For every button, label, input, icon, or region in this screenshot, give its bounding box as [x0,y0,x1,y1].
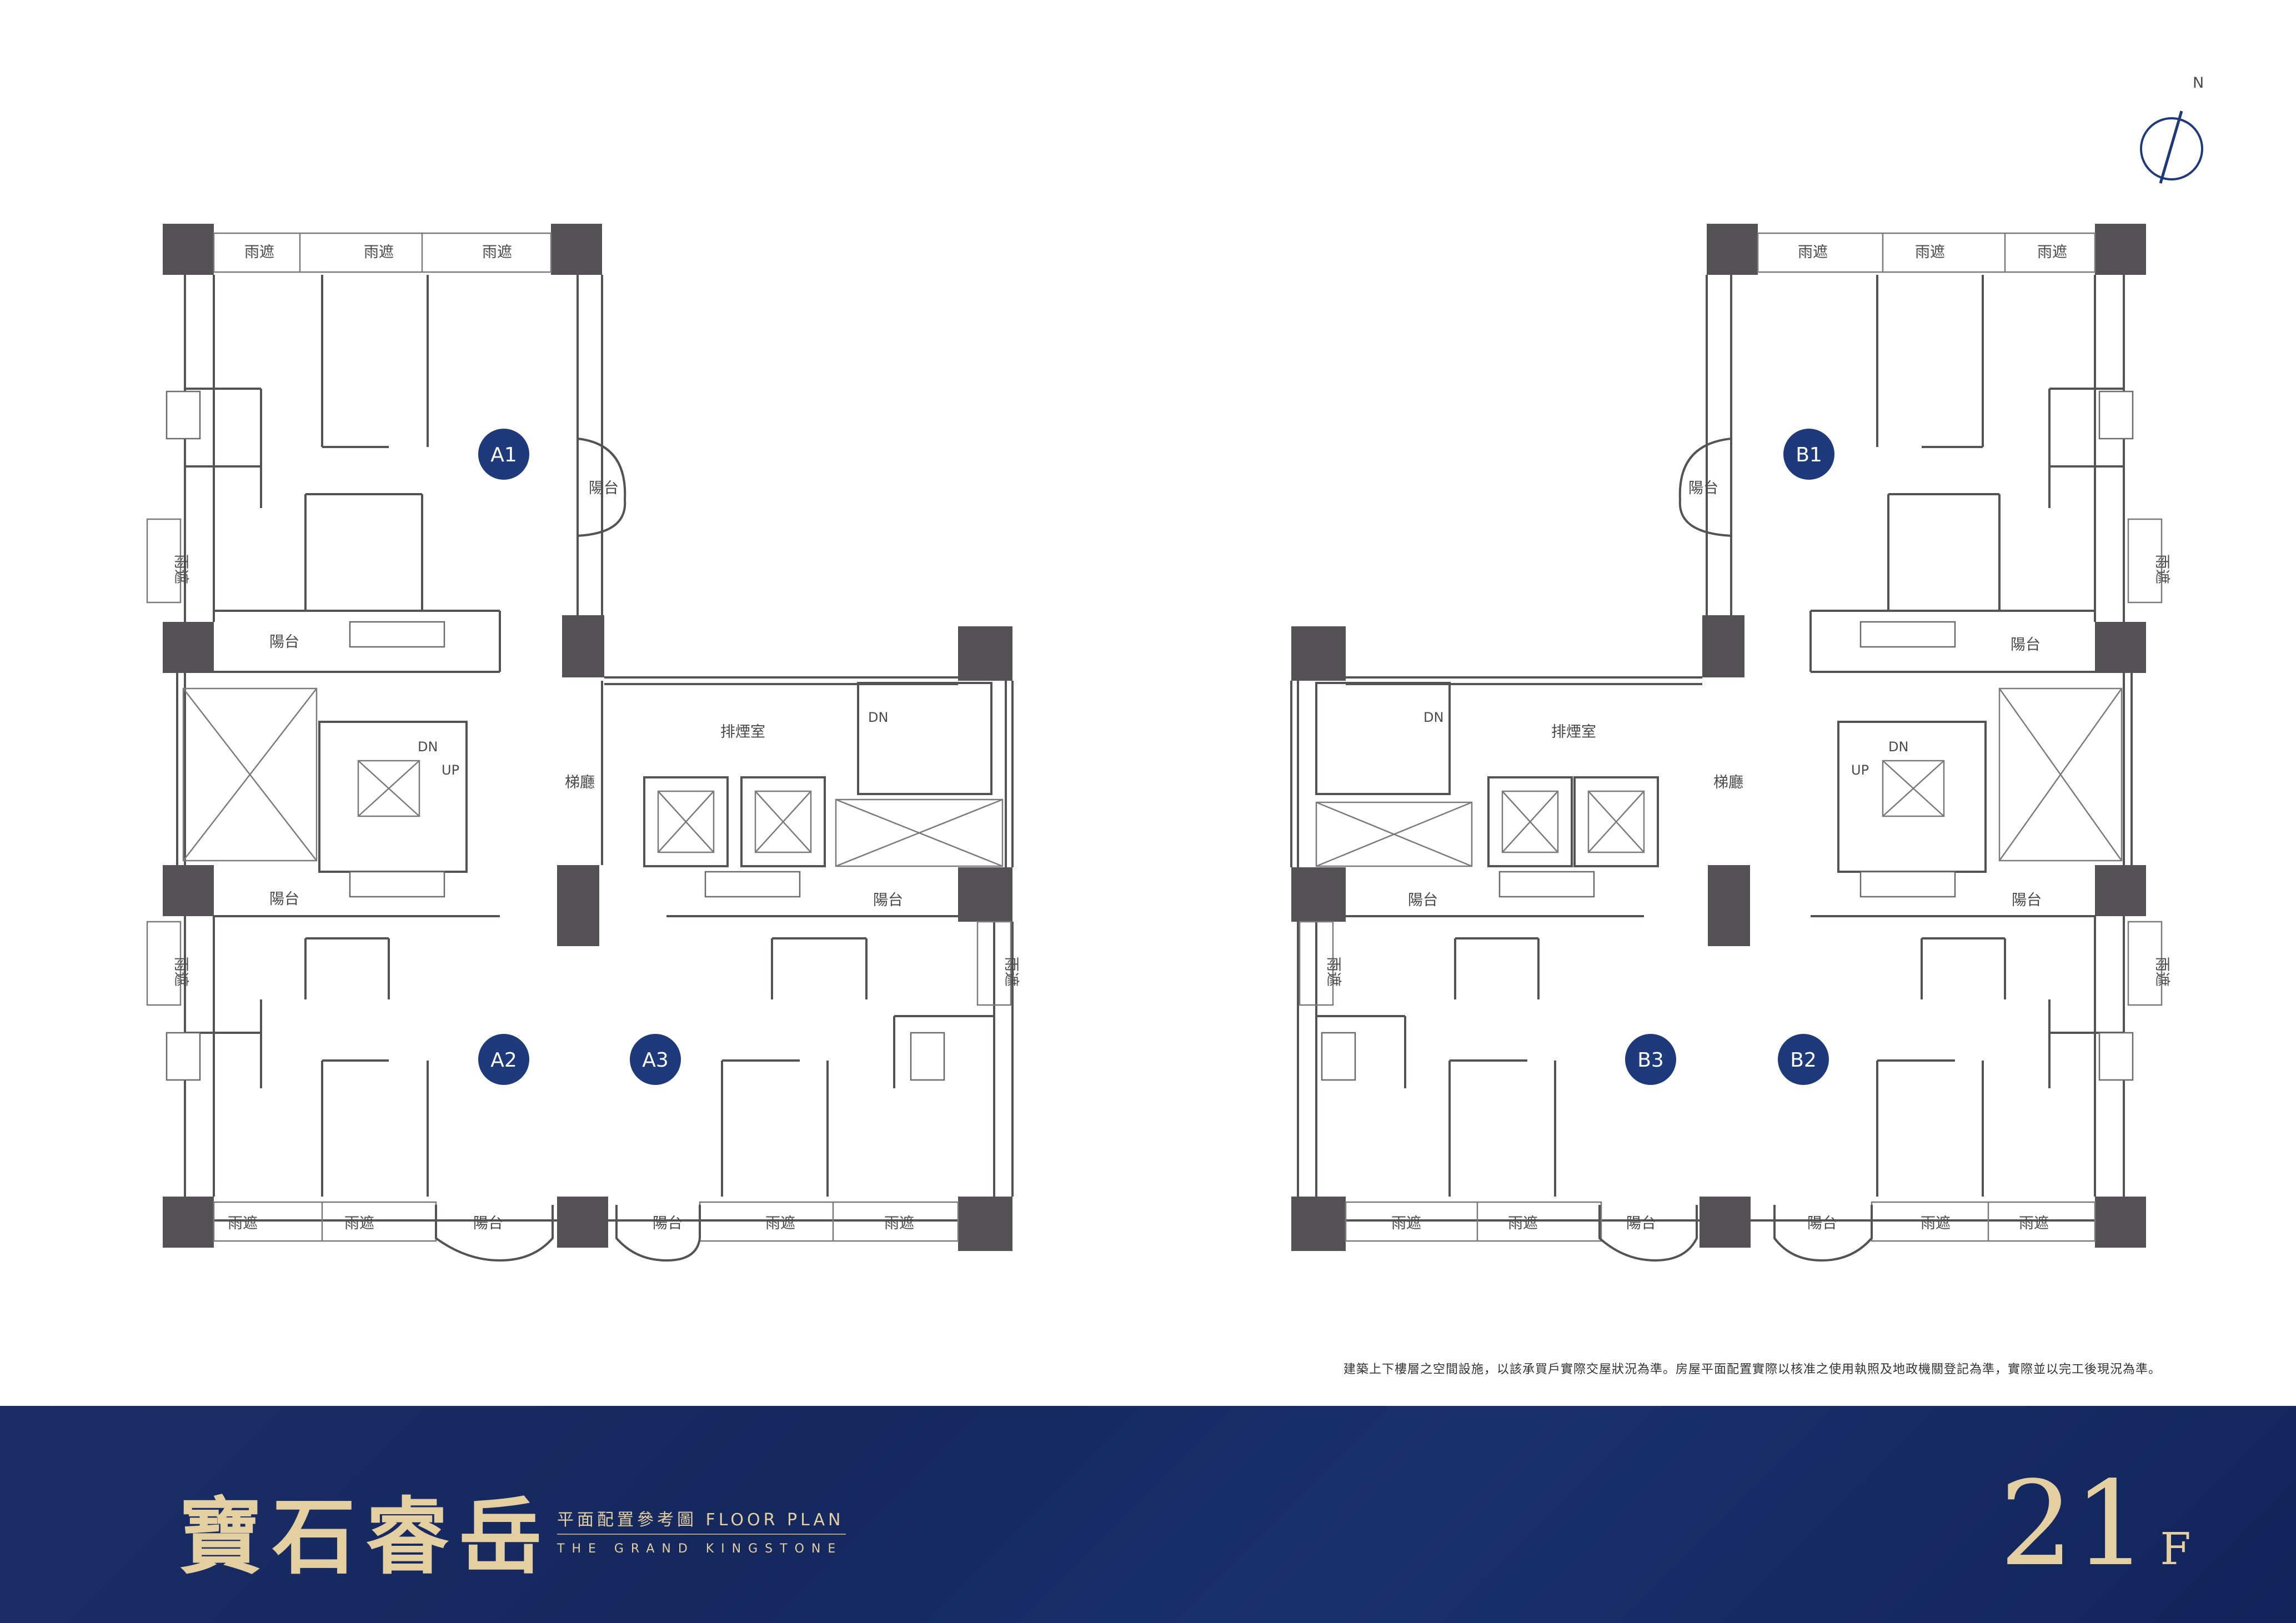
unit-badge-a3: A3 [630,1034,681,1085]
canopy-label: 雨遮 [2037,244,2067,261]
canopy-label: 雨遮 [2019,1215,2049,1232]
canopy-label: 雨遮 [884,1215,914,1232]
stair-up-label: UP [1851,762,1869,778]
disclaimer-note: 建築上下樓層之空間設施，以該承買戶實際交屋狀況為準。房屋平面配置實際以核准之使用… [1343,1363,2161,1376]
smoke-exhaust-label: 排煙室 [1551,723,1596,741]
plan-subtitle: 平面配置參考圖 FLOOR PLAN [557,1510,844,1530]
svg-text:B3: B3 [1637,1049,1664,1072]
canopy-label: 雨遮 [1508,1215,1538,1232]
floor-suffix: F [2160,1523,2191,1575]
balcony-label: 陽台 [2011,636,2041,654]
svg-text:B2: B2 [1790,1049,1817,1072]
canopy-label: 雨遮 [1002,957,1020,987]
canopy-label: 雨遮 [228,1215,258,1232]
english-name: THE GRAND KINGSTONE [557,1542,843,1556]
stair-down-label: DN [1423,710,1443,725]
unit-badge-b2: B2 [1778,1034,1829,1085]
canopy-label: 雨遮 [172,957,189,987]
brand-title: 寶石睿岳 [179,1488,553,1586]
balcony-label: 陽台 [2012,892,2042,909]
balcony-label: 陽台 [653,1215,683,1232]
canopy-labels: 雨遮 雨遮 雨遮 雨遮 雨遮 雨遮 雨遮 雨遮 雨遮 雨遮 雨遮 雨遮 雨遮 雨… [172,244,2170,1232]
svg-text:B1: B1 [1796,444,1822,466]
balcony-label: 陽台 [269,891,299,908]
unit-badge-b3: B3 [1625,1034,1676,1085]
canopy-label: 雨遮 [2153,957,2170,987]
balcony-label: 陽台 [1688,480,1718,497]
stair-down-label: DN [1888,739,1908,755]
balcony-label: 陽台 [1626,1215,1656,1232]
balcony-label: 陽台 [1807,1215,1837,1232]
canopy-label: 雨遮 [1391,1215,1421,1232]
core-labels: 梯廳 排煙室 DN UP DN 梯廳 排煙室 DN DN UP [418,710,1908,791]
stair-down-label: DN [418,739,438,755]
subtitle-divider [557,1534,846,1535]
building-a [146,224,1014,1262]
unit-badge-a1: A1 [478,429,529,480]
svg-text:A2: A2 [490,1049,517,1072]
canopy-label: 雨遮 [344,1215,374,1232]
canopy-label: 雨遮 [2153,554,2170,584]
compass-icon: N [2140,74,2204,184]
lobby-label: 梯廳 [565,774,595,791]
floor-plan: N [146,74,2204,1262]
balcony-label: 陽台 [473,1215,503,1232]
unit-badge-a2: A2 [478,1034,529,1085]
canopy-label: 雨遮 [482,244,512,261]
canopy-label: 雨遮 [1798,244,1828,261]
canopy-label: 雨遮 [364,244,394,261]
balcony-label: 陽台 [269,634,299,651]
balcony-label: 陽台 [873,892,903,909]
svg-text:A3: A3 [642,1049,669,1072]
balcony-labels: 陽台 陽台 陽台 陽台 陽台 陽台 陽台 陽台 陽台 陽台 陽台 陽台 [269,480,2042,1232]
building-b [1290,224,2163,1262]
lobby-label: 梯廳 [1713,774,1743,791]
balcony-label: 陽台 [589,480,619,497]
smoke-exhaust-label: 排煙室 [720,723,765,741]
canopy-label: 雨遮 [765,1215,795,1232]
canopy-label: 雨遮 [1921,1215,1951,1232]
balcony-label: 陽台 [1408,892,1438,909]
floor-number: 21 [1999,1456,2148,1592]
canopy-label: 雨遮 [244,244,274,261]
unit-badge-b1: B1 [1783,429,1834,480]
svg-text:A1: A1 [490,444,517,466]
stair-down-label: DN [868,710,888,725]
canopy-label: 雨遮 [1915,244,1945,261]
compass-north-label: N [2193,74,2204,92]
footer-banner: 寶石睿岳 平面配置參考圖 FLOOR PLAN THE GRAND KINGST… [0,1406,2296,1623]
canopy-label: 雨遮 [172,554,189,584]
canopy-label: 雨遮 [1325,957,1342,987]
stair-up-label: UP [442,762,459,778]
